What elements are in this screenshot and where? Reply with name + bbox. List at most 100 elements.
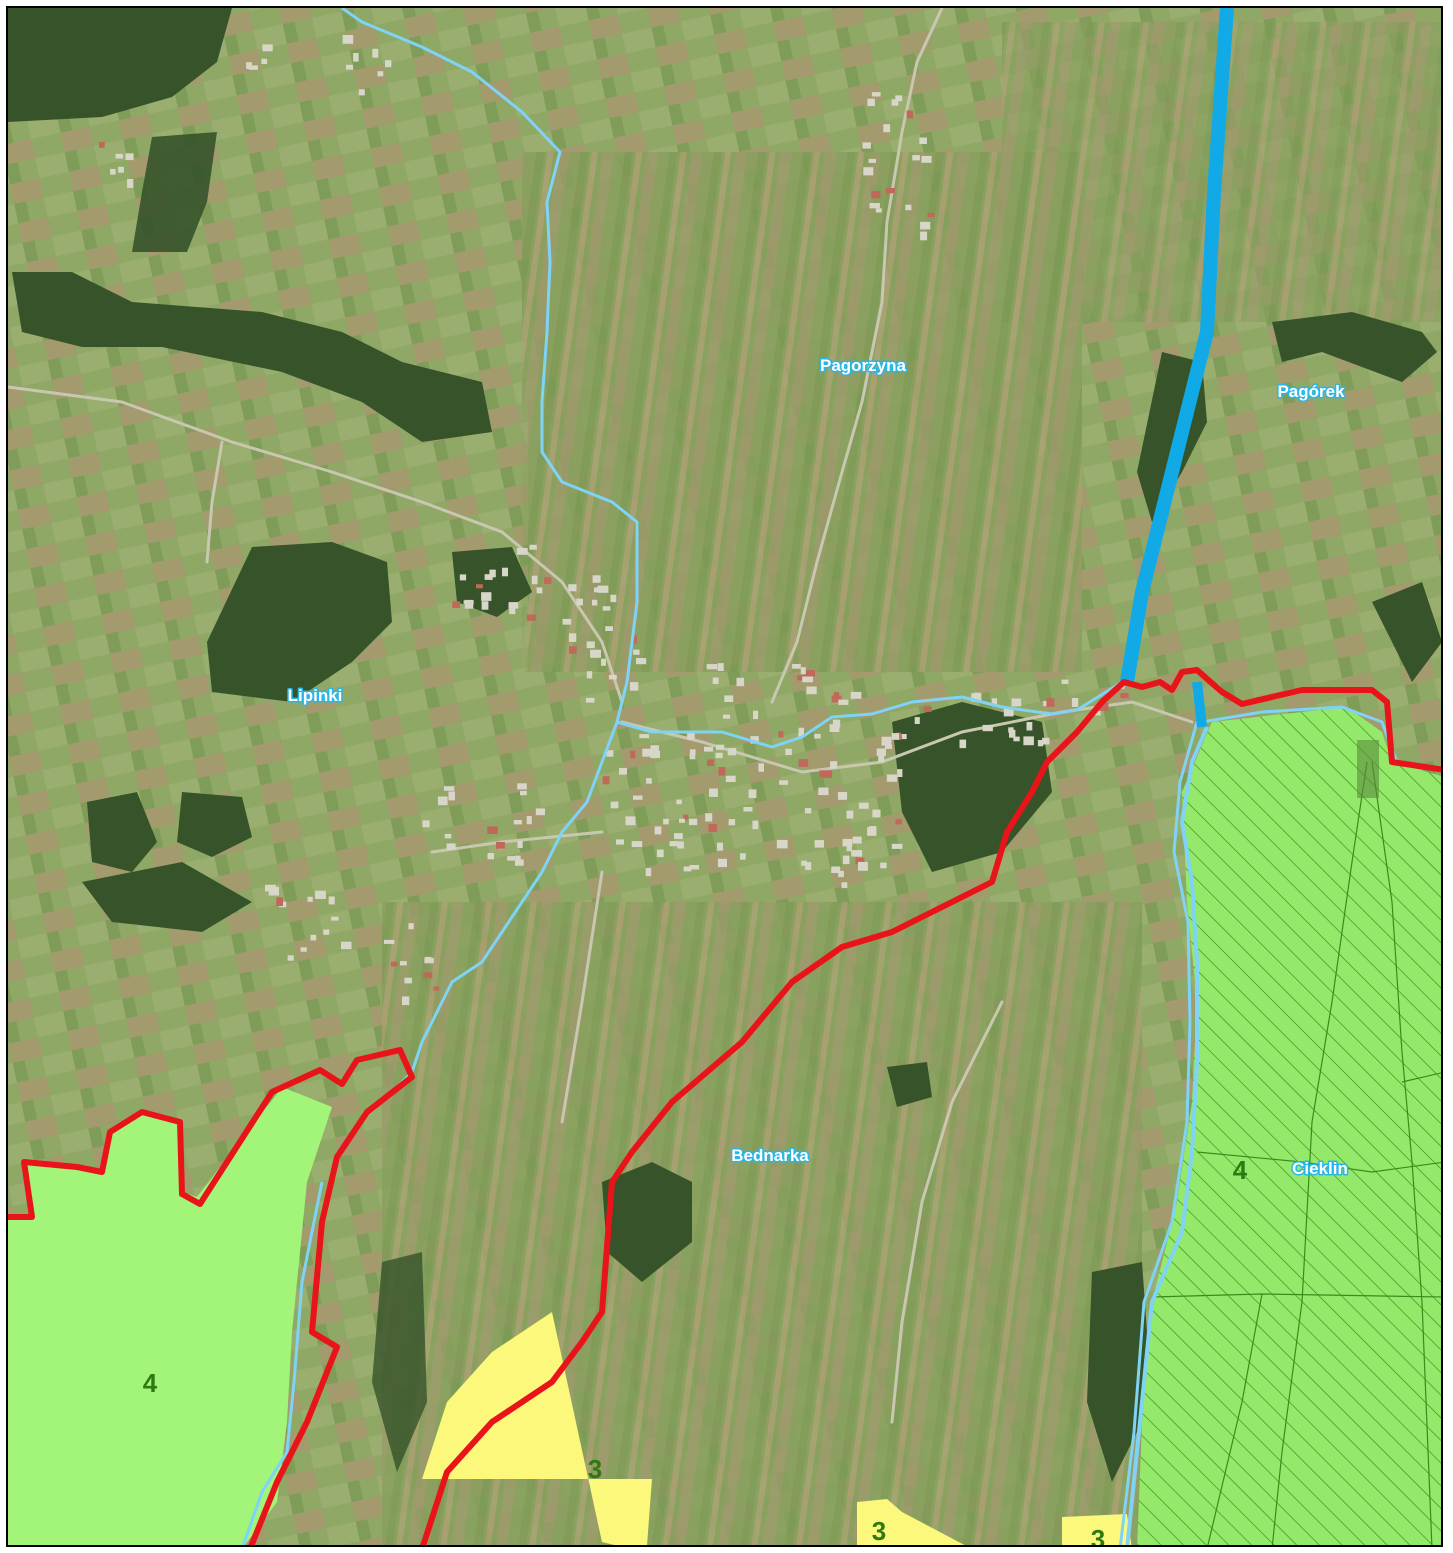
building xyxy=(390,961,398,967)
building xyxy=(633,795,643,800)
building xyxy=(778,731,784,738)
building xyxy=(385,60,392,68)
zone-green-hatched-right[interactable] xyxy=(1137,707,1443,1547)
building xyxy=(372,48,379,58)
building xyxy=(776,839,788,849)
zone-yellow-center[interactable] xyxy=(422,1312,652,1547)
place-label-pagorzyna[interactable]: Pagorzyna xyxy=(819,355,909,377)
building xyxy=(602,776,610,785)
building xyxy=(841,882,848,889)
building xyxy=(991,698,998,707)
building xyxy=(487,853,494,860)
building xyxy=(814,733,821,739)
streams xyxy=(241,8,1399,1545)
building xyxy=(712,677,719,684)
building xyxy=(481,592,492,601)
buildings xyxy=(99,35,1129,1006)
building xyxy=(851,850,863,857)
building xyxy=(895,95,903,102)
building xyxy=(858,802,869,809)
building xyxy=(753,710,759,720)
place-label-lipinki[interactable]: Lipinki xyxy=(286,685,344,707)
building xyxy=(424,956,432,961)
building xyxy=(452,601,460,609)
building xyxy=(422,820,430,828)
building xyxy=(1042,737,1050,745)
building xyxy=(921,155,932,163)
building xyxy=(982,724,993,732)
building xyxy=(688,818,698,826)
building xyxy=(891,843,903,849)
building xyxy=(830,761,838,769)
building xyxy=(650,750,660,758)
building xyxy=(625,816,636,826)
building xyxy=(610,801,619,809)
building xyxy=(723,714,731,719)
building xyxy=(829,724,840,732)
zone-number-left: 4 xyxy=(143,1368,158,1398)
building xyxy=(586,641,595,649)
building xyxy=(310,934,317,941)
building xyxy=(1011,698,1022,707)
building xyxy=(959,739,967,749)
building xyxy=(846,845,852,852)
building xyxy=(724,695,734,702)
building xyxy=(459,574,467,581)
building xyxy=(891,99,899,106)
building xyxy=(307,896,313,902)
building xyxy=(513,820,522,825)
building xyxy=(585,697,595,703)
building xyxy=(974,692,981,701)
building xyxy=(704,746,714,752)
place-label-pagorek[interactable]: Pagórek xyxy=(1276,381,1347,403)
building xyxy=(1120,693,1129,699)
boundary-lines xyxy=(8,667,1441,1545)
zone-green-left[interactable] xyxy=(8,1087,332,1547)
building xyxy=(404,977,412,984)
building xyxy=(592,599,598,606)
building xyxy=(516,548,528,555)
building xyxy=(805,862,812,870)
building xyxy=(804,808,812,814)
building xyxy=(315,890,326,899)
aerial-map[interactable]: 4 4 3 3 3 Pagorzyna Pagórek Lipinki Bedn… xyxy=(8,8,1443,1547)
building xyxy=(562,618,572,625)
place-label-cieklin[interactable]: Cieklin xyxy=(1291,1158,1350,1180)
building xyxy=(689,753,696,760)
building xyxy=(663,818,669,825)
building xyxy=(842,855,850,865)
building xyxy=(602,606,611,611)
building xyxy=(515,855,521,864)
building xyxy=(590,649,601,658)
building xyxy=(1037,740,1044,747)
building xyxy=(249,65,258,70)
zone-yellow-bottom[interactable] xyxy=(857,1499,1132,1547)
building xyxy=(342,35,354,44)
building xyxy=(858,861,868,871)
building xyxy=(832,719,841,728)
building xyxy=(636,658,647,665)
building xyxy=(608,674,617,680)
building xyxy=(837,792,848,800)
place-labels: Pagorzyna Pagórek Lipinki Bednarka Ciekl… xyxy=(286,355,1350,1180)
building xyxy=(914,717,920,724)
building xyxy=(884,744,892,749)
building xyxy=(927,212,935,218)
building xyxy=(544,577,552,584)
place-label-bednarka[interactable]: Bednarka xyxy=(730,1145,811,1167)
building xyxy=(496,841,505,849)
building xyxy=(707,759,715,766)
building xyxy=(484,574,493,580)
forest-areas xyxy=(8,8,1441,1482)
building xyxy=(868,158,876,163)
building xyxy=(597,585,609,593)
building xyxy=(687,732,695,740)
building xyxy=(912,155,920,161)
zone-number-center: 3 xyxy=(588,1454,602,1484)
building xyxy=(507,856,516,861)
building xyxy=(1023,736,1034,746)
building xyxy=(805,670,815,677)
building xyxy=(508,602,519,609)
building xyxy=(838,870,844,878)
building xyxy=(323,929,330,935)
